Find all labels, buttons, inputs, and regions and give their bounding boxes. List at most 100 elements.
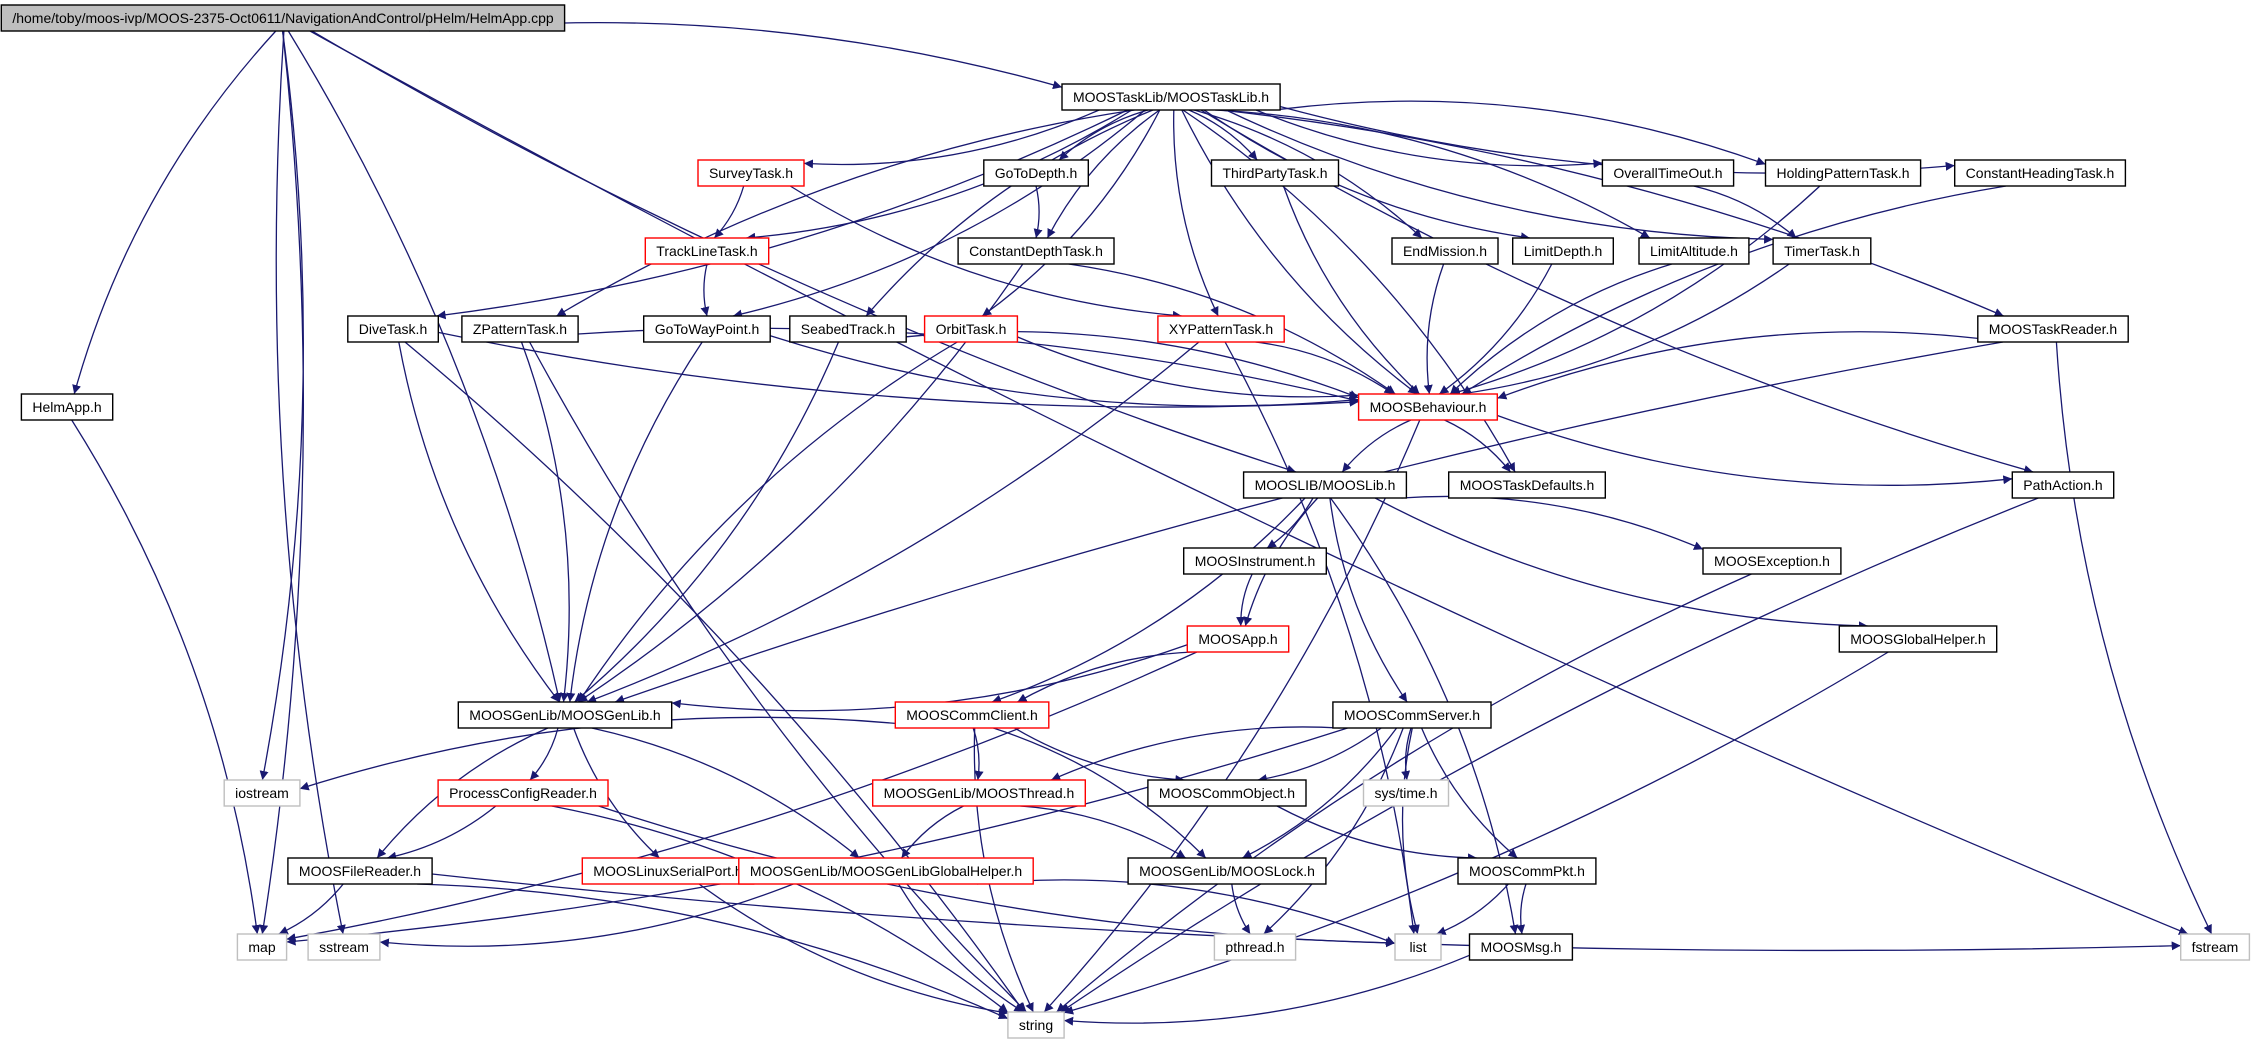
node-box-instrument[interactable]	[1182, 547, 1327, 575]
node-limitdepth[interactable]: LimitDepth.h	[1511, 237, 1614, 265]
node-box-systime[interactable]	[1362, 779, 1450, 807]
node-seabed[interactable]: SeabedTrack.h	[789, 315, 907, 343]
node-commobject[interactable]: MOOSCommObject.h	[1147, 779, 1307, 807]
node-box-commserver[interactable]	[1332, 701, 1492, 729]
node-box-limitalt[interactable]	[1638, 237, 1750, 265]
node-box-helmapp[interactable]	[20, 393, 114, 421]
node-instrument[interactable]: MOOSInstrument.h	[1182, 547, 1327, 575]
node-box-xypattern[interactable]	[1157, 315, 1285, 343]
node-box-taskdefaults[interactable]	[1447, 471, 1606, 499]
node-box-commclient[interactable]	[894, 701, 1050, 729]
node-zpattern[interactable]: ZPatternTask.h	[461, 315, 579, 343]
node-linuxserial[interactable]: MOOSLinuxSerialPort.h	[581, 857, 755, 885]
node-commclient[interactable]: MOOSCommClient.h	[894, 701, 1050, 729]
node-holding[interactable]: HoldingPatternTask.h	[1764, 159, 1922, 187]
node-helmapp[interactable]: HelmApp.h	[20, 393, 114, 421]
node-taskreader[interactable]: MOOSTaskReader.h	[1977, 315, 2129, 343]
node-box-moosthread[interactable]	[872, 779, 1087, 807]
node-box-pathaction[interactable]	[2011, 471, 2115, 499]
node-globalhelper[interactable]: MOOSGlobalHelper.h	[1838, 625, 1998, 653]
node-orbit[interactable]: OrbitTask.h	[923, 315, 1019, 343]
node-timer[interactable]: TimerTask.h	[1772, 237, 1872, 265]
node-box-limitdepth[interactable]	[1511, 237, 1614, 265]
node-box-gotowp[interactable]	[643, 315, 771, 343]
node-mooslib[interactable]: MOOSLIB/MOOSLib.h	[1242, 471, 1408, 499]
node-overall[interactable]: OverallTimeOut.h	[1601, 159, 1735, 187]
node-box-pthread[interactable]	[1213, 933, 1297, 961]
node-box-commpkt[interactable]	[1457, 857, 1597, 885]
node-box-genlibglobal[interactable]	[738, 857, 1034, 885]
node-exception[interactable]: MOOSException.h	[1702, 547, 1842, 575]
node-endmission[interactable]: EndMission.h	[1391, 237, 1499, 265]
node-box-procconfig[interactable]	[437, 779, 609, 807]
node-thirdparty[interactable]: ThirdPartyTask.h	[1210, 159, 1340, 187]
node-box-mooslock[interactable]	[1127, 857, 1327, 885]
node-box-dive[interactable]	[347, 315, 439, 343]
node-box-genlib[interactable]	[457, 701, 673, 729]
node-fstream[interactable]: fstream	[2179, 933, 2251, 961]
node-box-string[interactable]	[1007, 1011, 1065, 1039]
node-procconfig[interactable]: ProcessConfigReader.h	[437, 779, 609, 807]
node-box-globalhelper[interactable]	[1838, 625, 1998, 653]
node-box-survey[interactable]	[697, 159, 805, 187]
node-box-overall[interactable]	[1601, 159, 1735, 187]
node-behaviour[interactable]: MOOSBehaviour.h	[1357, 393, 1498, 421]
node-survey[interactable]: SurveyTask.h	[697, 159, 805, 187]
node-tasklib[interactable]: MOOSTaskLib/MOOSTaskLib.h	[1061, 83, 1281, 111]
node-commserver[interactable]: MOOSCommServer.h	[1332, 701, 1492, 729]
node-box-filereader[interactable]	[287, 857, 433, 885]
node-pthread[interactable]: pthread.h	[1213, 933, 1297, 961]
node-box-seabed[interactable]	[789, 315, 907, 343]
node-box-timer[interactable]	[1772, 237, 1872, 265]
node-sstream[interactable]: sstream	[307, 933, 381, 961]
node-box-taskreader[interactable]	[1977, 315, 2129, 343]
node-box-commobject[interactable]	[1147, 779, 1307, 807]
node-box-orbit[interactable]	[923, 315, 1019, 343]
node-box-behaviour[interactable]	[1357, 393, 1498, 421]
node-moosmsg[interactable]: MOOSMsg.h	[1468, 933, 1574, 961]
node-taskdefaults[interactable]: MOOSTaskDefaults.h	[1447, 471, 1606, 499]
node-box-sstream[interactable]	[307, 933, 381, 961]
node-box-root[interactable]	[0, 4, 566, 32]
node-box-zpattern[interactable]	[461, 315, 579, 343]
edge-tasklib-to-gotowp	[732, 109, 1146, 319]
node-box-gotodepth[interactable]	[983, 159, 1089, 187]
node-box-moosapp[interactable]	[1186, 625, 1290, 653]
node-box-consthead[interactable]	[1953, 159, 2127, 187]
node-box-moosmsg[interactable]	[1468, 933, 1574, 961]
node-string[interactable]: string	[1007, 1011, 1065, 1039]
node-trackline[interactable]: TrackLineTask.h	[644, 237, 770, 265]
node-dive[interactable]: DiveTask.h	[347, 315, 439, 343]
node-box-endmission[interactable]	[1391, 237, 1499, 265]
node-xypattern[interactable]: XYPatternTask.h	[1157, 315, 1285, 343]
node-box-constdepth[interactable]	[957, 237, 1115, 265]
node-consthead[interactable]: ConstantHeadingTask.h	[1953, 159, 2127, 187]
node-genlibglobal[interactable]: MOOSGenLib/MOOSGenLibGlobalHelper.h	[738, 857, 1034, 885]
node-limitalt[interactable]: LimitAltitude.h	[1638, 237, 1750, 265]
node-box-fstream[interactable]	[2179, 933, 2251, 961]
node-box-thirdparty[interactable]	[1210, 159, 1340, 187]
node-root[interactable]: /home/toby/moos-ivp/MOOS-2375-Oct0611/Na…	[0, 4, 566, 32]
node-box-list[interactable]	[1394, 933, 1442, 961]
node-systime[interactable]: sys/time.h	[1362, 779, 1450, 807]
node-gotodepth[interactable]: GoToDepth.h	[983, 159, 1089, 187]
node-commpkt[interactable]: MOOSCommPkt.h	[1457, 857, 1597, 885]
node-pathaction[interactable]: PathAction.h	[2011, 471, 2115, 499]
node-box-exception[interactable]	[1702, 547, 1842, 575]
node-box-iostream[interactable]	[223, 779, 301, 807]
node-mooslock[interactable]: MOOSGenLib/MOOSLock.h	[1127, 857, 1327, 885]
node-gotowp[interactable]: GoToWayPoint.h	[643, 315, 771, 343]
node-genlib[interactable]: MOOSGenLib/MOOSGenLib.h	[457, 701, 673, 729]
node-box-holding[interactable]	[1764, 159, 1922, 187]
node-box-tasklib[interactable]	[1061, 83, 1281, 111]
node-iostream[interactable]: iostream	[223, 779, 301, 807]
node-moosthread[interactable]: MOOSGenLib/MOOSThread.h	[872, 779, 1087, 807]
node-map[interactable]: map	[236, 933, 288, 961]
node-box-map[interactable]	[236, 933, 288, 961]
node-box-trackline[interactable]	[644, 237, 770, 265]
node-box-mooslib[interactable]	[1242, 471, 1408, 499]
node-moosapp[interactable]: MOOSApp.h	[1186, 625, 1290, 653]
node-list[interactable]: list	[1394, 933, 1442, 961]
node-filereader[interactable]: MOOSFileReader.h	[287, 857, 433, 885]
node-constdepth[interactable]: ConstantDepthTask.h	[957, 237, 1115, 265]
